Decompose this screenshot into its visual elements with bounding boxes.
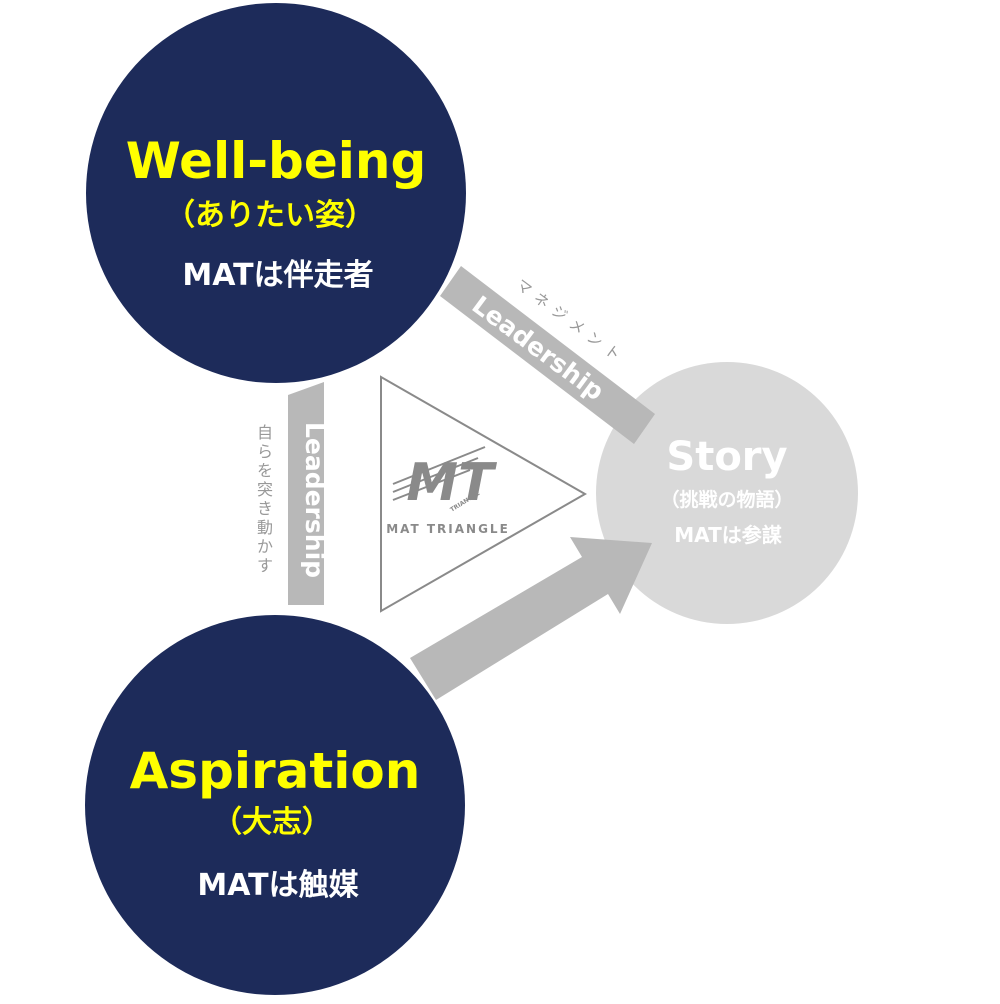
- vertical-char: き: [257, 499, 273, 518]
- vertical-char: 動: [257, 518, 273, 537]
- top-edge: Leadership マネジメント: [440, 266, 655, 444]
- wellbeing-role: MATは伴走者: [182, 258, 373, 293]
- vertical-char: 突: [257, 480, 273, 499]
- aspiration-title: Aspiration: [130, 742, 421, 800]
- aspiration-subtitle: （大志）: [212, 805, 332, 840]
- aspiration-role: MATは触媒: [197, 868, 359, 903]
- logo-stripe: [392, 446, 486, 485]
- logo-stripe: [392, 469, 471, 501]
- top-edge-band: [440, 266, 655, 444]
- logo-triangle-outline: [380, 375, 588, 613]
- vertical-char: か: [257, 537, 273, 556]
- wellbeing-circle: [86, 3, 466, 383]
- story-subtitle: （挑戦の物語）: [660, 488, 793, 511]
- wellbeing-node: Well-being （ありたい姿） MATは伴走者: [86, 3, 466, 383]
- bottom-edge-arrow: [410, 537, 652, 700]
- left-edge-side-label: 自らを突き動かす: [257, 423, 273, 575]
- logo-stripes: [392, 446, 486, 501]
- bottom-edge: [410, 537, 652, 700]
- aspiration-circle: [85, 615, 465, 995]
- wellbeing-title: Well-being: [126, 132, 427, 190]
- left-edge-arrowhead: [288, 382, 324, 395]
- left-edge-label: Leadership: [300, 422, 329, 578]
- wellbeing-subtitle: （ありたい姿）: [165, 198, 375, 233]
- aspiration-node: Aspiration （大志） MATは触媒: [85, 615, 465, 995]
- vertical-char: を: [257, 461, 273, 480]
- logo-caption: MAT TRIANGLE: [386, 522, 510, 536]
- left-edge: Leadership 自らを突き動かす: [257, 382, 329, 605]
- left-edge-band: [288, 395, 324, 605]
- vertical-char: す: [257, 556, 273, 575]
- logo-stripe: [392, 457, 479, 493]
- mat-triangle-logo: MT TRIANGLE MAT TRIANGLE: [380, 375, 588, 613]
- story-role: MATは参謀: [674, 523, 782, 547]
- logo-mark: MT: [406, 453, 497, 513]
- vertical-char: ら: [257, 442, 273, 461]
- vertical-char: 自: [257, 423, 273, 442]
- story-node: Story （挑戦の物語） MATは参謀: [660, 434, 793, 547]
- story-circle: [596, 362, 858, 624]
- story-title: Story: [666, 434, 787, 480]
